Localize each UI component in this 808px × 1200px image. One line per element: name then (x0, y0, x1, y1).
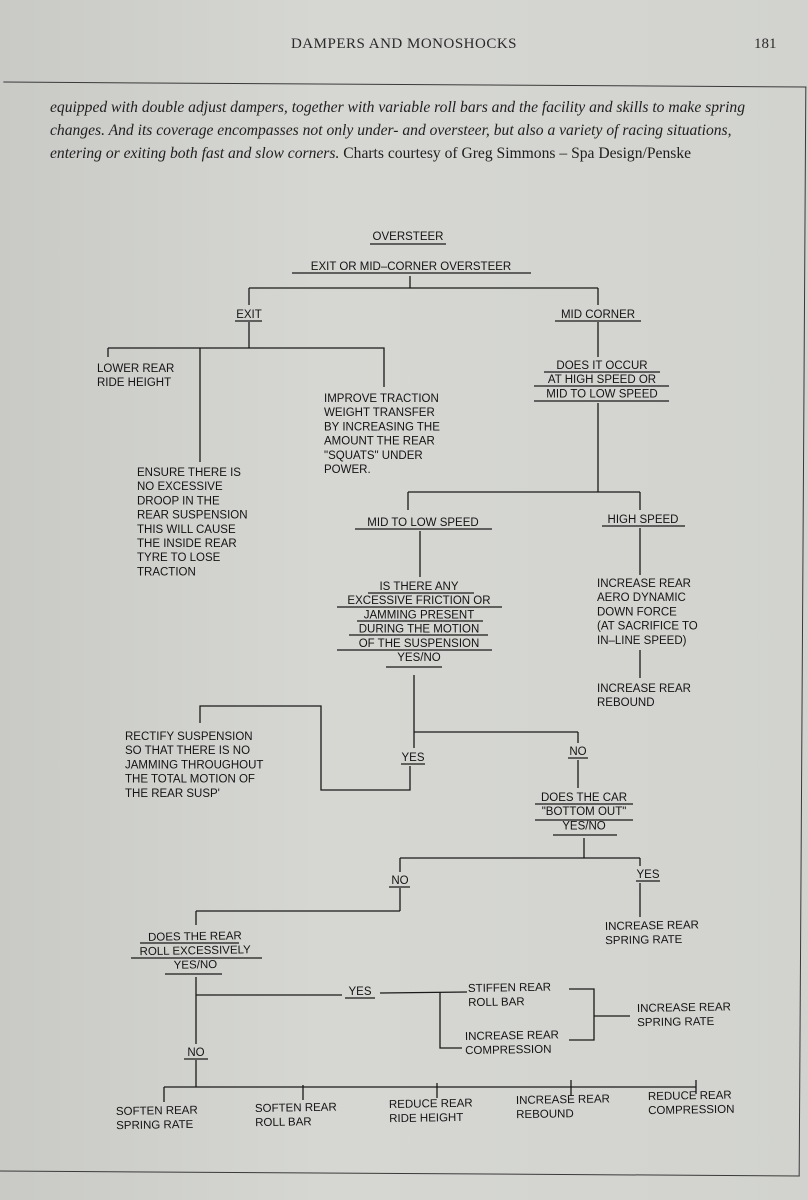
node-exit: EXIT (236, 309, 262, 321)
running-head: DAMPERS AND MONOSHOCKS (290, 36, 518, 52)
node-reduce-compression: REDUCE REARCOMPRESSION (648, 1089, 735, 1117)
node-bottom-out-question: DOES THE CAR"BOTTOM OUT"YES/NO (541, 792, 627, 832)
node-reduce-ride-height: REDUCE REARRIDE HEIGHT (389, 1098, 473, 1126)
node-stiffen-roll-bar: STIFFEN REARROLL BAR (468, 982, 552, 1010)
node-increase-rear-rebound: INCREASE REARREBOUND (516, 1093, 610, 1121)
node-increase-compression: INCREASE REARCOMPRESSION (465, 1029, 559, 1057)
node-roll-question: DOES THE REARROLL EXCESSIVELYYES/NO (139, 930, 251, 972)
figure-caption: equipped with double adjust dampers, tog… (50, 96, 770, 165)
node-increase-spring-rate-1: INCREASE REARSPRING RATE (605, 919, 699, 947)
node-roll-yes: YES (348, 986, 371, 998)
node-bottom-yes: YES (636, 869, 659, 881)
node-roll-no: NO (187, 1047, 204, 1059)
node-mid-corner: MID CORNER (561, 309, 635, 321)
node-exit-or-mid-corner: EXIT OR MID–CORNER OVERSTEER (311, 261, 511, 273)
node-friction-no: NO (569, 746, 586, 758)
node-soften-spring-rate: SOFTEN REARSPRING RATE (116, 1105, 198, 1133)
node-mid-to-low-speed: MID TO LOW SPEED (367, 517, 478, 529)
node-bottom-no: NO (391, 875, 408, 887)
node-high-speed: HIGH SPEED (608, 514, 679, 526)
flow-labels: OVERSTEER EXIT OR MID–CORNER OVERSTEER E… (97, 231, 735, 1132)
caption-credit: Charts courtesy of Greg Simmons – Spa De… (343, 145, 692, 162)
node-soften-roll-bar: SOFTEN REARROLL BAR (255, 1102, 337, 1130)
node-friction-yes: YES (401, 752, 424, 764)
caption-italic: equipped with double adjust dampers, tog… (50, 99, 746, 162)
node-increase-spring-rate-2: INCREASE REARSPRING RATE (637, 1001, 731, 1029)
node-oversteer: OVERSTEER (373, 231, 444, 243)
page-number: 181 (754, 36, 777, 52)
label-underlines (131, 243, 685, 1060)
flow-connectors (107, 276, 697, 1102)
